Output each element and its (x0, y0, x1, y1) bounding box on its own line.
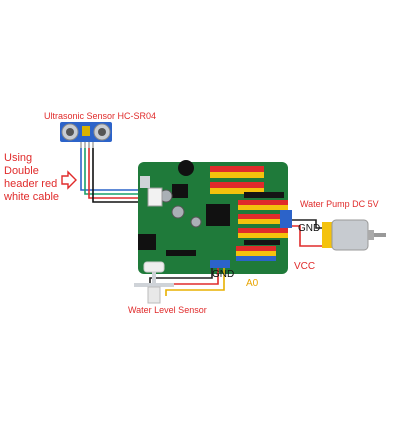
pump-cable (292, 219, 322, 247)
float-switch-icon (134, 261, 174, 304)
water-pump-label: Water Pump DC 5V (300, 199, 379, 209)
double-header-line1: Using Double (4, 152, 39, 177)
double-header-line2: header red (4, 178, 58, 190)
outline-arrow-right-icon (61, 170, 77, 190)
double-header-line3: white cable (4, 191, 60, 203)
sensor-cable (80, 148, 140, 203)
pump-gnd-label: GND (298, 223, 321, 234)
sensor-a0-label: A0 (246, 278, 259, 289)
ultrasonic-sensor-icon (60, 122, 112, 148)
double-header-note: Using Double header red white cable (4, 152, 64, 204)
pump-vcc-label: VCC (294, 261, 316, 272)
dc-motor-icon (322, 219, 386, 251)
water-level-sensor-label: Water Level Sensor (128, 305, 207, 315)
sensor-gnd-label: GND (212, 269, 235, 280)
ultrasonic-sensor-label: Ultrasonic Sensor HC-SR04 (44, 111, 157, 121)
microcontroller-board-icon (138, 160, 292, 274)
